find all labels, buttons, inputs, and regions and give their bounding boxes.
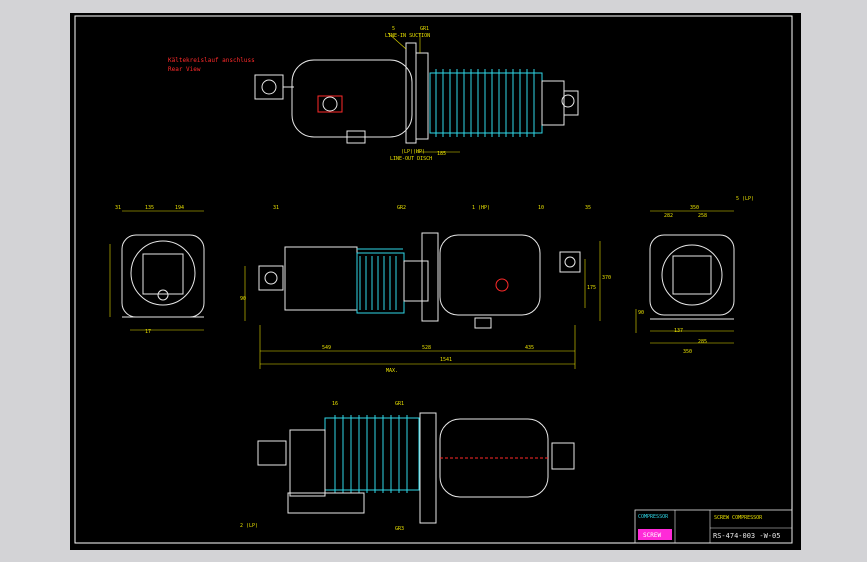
note-2: Rear View xyxy=(168,66,201,73)
cad-drawing-sheet[interactable]: Kältekreislauf anschluss Rear View xyxy=(70,13,801,550)
svg-text:LINE-IN SUCTION: LINE-IN SUCTION xyxy=(385,33,430,39)
svg-text:350: 350 xyxy=(690,205,699,211)
svg-text:194: 194 xyxy=(175,205,184,211)
svg-text:435: 435 xyxy=(525,345,534,351)
left-view: 31 135 194 17 xyxy=(109,205,205,335)
svg-text:90: 90 xyxy=(240,296,246,302)
svg-text:370: 370 xyxy=(602,275,611,281)
svg-text:528: 528 xyxy=(422,345,431,351)
svg-text:549: 549 xyxy=(322,345,331,351)
svg-text:175: 175 xyxy=(587,285,596,291)
top-view: 5 GR1 (LP) (HP) 185 LINE-IN SUCTION LINE… xyxy=(254,26,579,162)
svg-text:137: 137 xyxy=(674,328,683,334)
drawing-number: RS-474-003 -W-05 xyxy=(713,532,780,540)
front-view: 31 GR2 1 (HP) 10 35 549 528 1541 435 90 … xyxy=(240,205,611,374)
svg-text:GR2: GR2 xyxy=(397,205,406,211)
svg-text:285: 285 xyxy=(698,339,707,345)
svg-text:(LP): (LP) xyxy=(246,523,258,529)
svg-text:GR3: GR3 xyxy=(395,526,404,532)
company-name: COMPRESSOR xyxy=(638,514,669,520)
right-view: 5 (LP) 350 282 258 137 285 350 90 xyxy=(635,196,754,355)
svg-text:5: 5 xyxy=(736,196,739,202)
svg-text:135: 135 xyxy=(145,205,154,211)
svg-text:LINE-OUT DISCH: LINE-OUT DISCH xyxy=(390,156,432,162)
svg-text:16: 16 xyxy=(332,401,338,407)
svg-text:GR1: GR1 xyxy=(420,26,429,32)
svg-text:(LP): (LP) xyxy=(401,149,413,155)
svg-text:MAX.: MAX. xyxy=(386,368,398,374)
svg-text:258: 258 xyxy=(698,213,707,219)
svg-text:GR1: GR1 xyxy=(395,401,404,407)
svg-text:282: 282 xyxy=(664,213,673,219)
svg-text:90: 90 xyxy=(638,310,644,316)
title-block: SCREW COMPRESSOR SCREW COMPRESSOR RS-474… xyxy=(634,509,793,544)
svg-text:1: 1 xyxy=(472,205,475,211)
note-1: Kältekreislauf anschluss xyxy=(168,57,255,64)
notes: Kältekreislauf anschluss Rear View xyxy=(168,57,255,73)
svg-text:2: 2 xyxy=(240,523,243,529)
svg-text:(HP): (HP) xyxy=(478,205,490,211)
svg-text:(LP): (LP) xyxy=(742,196,754,202)
svg-text:35: 35 xyxy=(585,205,591,211)
svg-text:350: 350 xyxy=(683,349,692,355)
svg-text:5: 5 xyxy=(392,26,395,32)
drawing-border xyxy=(74,15,793,544)
drawing-viewport[interactable]: Kältekreislauf anschluss Rear View xyxy=(70,13,801,550)
svg-text:31: 31 xyxy=(273,205,279,211)
svg-text:31: 31 xyxy=(115,205,121,211)
svg-text:17: 17 xyxy=(145,329,151,335)
svg-text:(HP): (HP) xyxy=(413,149,425,155)
bottom-view: 16 GR1 2 (LP) GR3 xyxy=(240,401,575,532)
svg-text:1541: 1541 xyxy=(440,357,452,363)
svg-text:185: 185 xyxy=(437,151,446,157)
svg-text:10: 10 xyxy=(538,205,544,211)
logo-text: SCREW xyxy=(643,532,661,539)
drawing-title: SCREW COMPRESSOR xyxy=(714,515,763,521)
